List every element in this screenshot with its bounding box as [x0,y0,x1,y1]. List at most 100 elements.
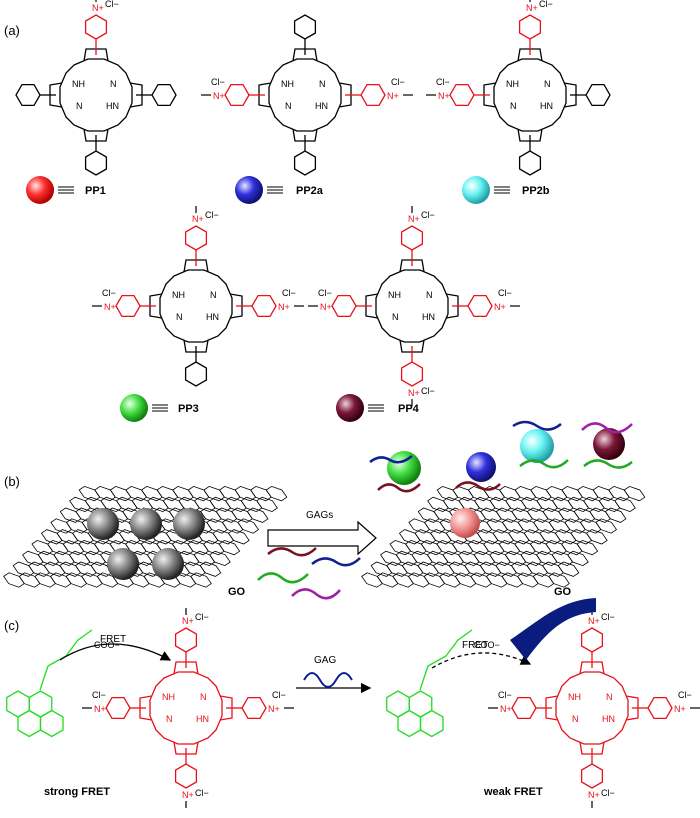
fret-label-left: FRET [100,634,126,645]
caption-strong-fret: strong FRET [44,786,110,798]
n-plus-atom: N+ [674,704,686,714]
ball-pp2a [235,176,263,204]
go-label-left: GO [228,586,246,598]
chloride-label: Cl− [92,690,106,700]
macrocycle-ring [149,671,223,745]
pyridinium-ring [241,696,267,720]
graphene-hexagon [265,485,288,502]
nh-atom: NH [72,79,85,89]
n-atom: N [426,290,433,300]
n-plus-atom: N+ [320,302,332,312]
graphene-hexagon [623,485,646,502]
graphene-hexagon [614,496,636,513]
chloride-label: Cl− [601,788,615,798]
chloride-label: Cl− [205,210,219,220]
nh-atom: NH [506,79,519,89]
panel-b-spheres [87,428,625,580]
fret-arrow-left [59,643,172,661]
graphene-hexagon [557,561,580,577]
pyridinium-ring [174,763,198,789]
ball-pp3 [120,394,148,422]
n-atom: N [606,692,613,702]
n-atom: N [285,101,292,111]
panel-c-structures: COO−COO−NHHNNNN+Cl−N+Cl−N+Cl−N+Cl−NHHNNN… [6,608,700,808]
hn-atom: HN [196,714,209,724]
chloride-label: Cl− [539,0,553,9]
released-sphere-pp2a [466,452,496,482]
ball-pp2b [462,176,490,204]
chloride-label: Cl− [421,386,435,396]
n-atom: N [176,312,183,322]
pyridinium-ring [174,627,198,653]
adsorbed-sphere [107,548,139,580]
nh-atom: NH [172,290,185,300]
pyrene-right [386,690,444,738]
chloride-label: Cl− [498,288,512,298]
panel-label-b: (b) [4,474,20,489]
n-plus-atom: N+ [408,214,420,224]
ball-pp1 [26,176,54,204]
n-atom: N [510,101,517,111]
n-plus-atom: N+ [494,302,506,312]
gag-chains [257,420,633,600]
graphene-hexagon [256,496,278,513]
chloride-label: Cl− [498,690,512,700]
fret-arrow-right [431,652,532,669]
graphene-hexagon [576,539,599,556]
chloride-label: Cl− [678,690,692,700]
chloride-label: Cl− [282,288,296,298]
n-plus-atom: N+ [182,790,194,800]
pyridinium-ring [105,696,131,720]
chloride-label: Cl− [195,612,209,622]
n-plus-atom: N+ [588,616,600,626]
chloride-label: Cl− [102,288,116,298]
gag-chain-bound [510,598,596,660]
n-plus-atom: N+ [278,302,290,312]
pyridinium-ring [224,83,250,107]
n-atom: N [544,79,551,89]
macrocycle-ring [555,671,629,745]
pyridinium-ring [115,294,141,318]
panel-label-a: (a) [4,23,20,38]
nh-atom: NH [388,290,401,300]
label-pp4: PP4 [398,403,420,415]
adsorbed-sphere [152,548,184,580]
n-atom: N [210,290,217,300]
n-atom: N [572,714,579,724]
macrocycle-ring [159,269,233,343]
phenyl-ring [585,83,611,107]
macrocycle-ring [268,58,342,132]
released-sphere-pp3 [387,451,421,485]
n-plus-atom: N+ [213,91,225,101]
label-pp1: PP1 [85,185,106,197]
chloride-label: Cl− [601,612,615,622]
pyridinium-ring [449,83,475,107]
n-plus-atom: N+ [92,3,104,13]
carboxylate-label-right: COO− [474,640,500,650]
pyridinium-ring [467,294,493,318]
phenyl-ring [293,14,317,40]
n-atom: N [319,79,326,89]
graphene-hexagon [199,561,222,577]
pyrene-left [6,690,64,738]
pyrene-ring [39,709,64,738]
n-atom: N [200,692,207,702]
pyrene-linker-left [39,629,93,691]
pyridinium-ring [251,294,277,318]
n-atom: N [76,101,83,111]
adsorbed-sphere [130,508,162,540]
phenyl-ring [15,83,41,107]
pyridinium-ring [360,83,386,107]
chloride-label: Cl− [105,0,119,9]
n-plus-atom: N+ [104,302,116,312]
adsorbed-sphere-pp1 [450,508,480,538]
graphene-hexagon [190,572,212,588]
pyridinium-ring [580,763,604,789]
n-plus-atom: N+ [438,91,450,101]
pyrene-ring [17,709,42,738]
chloride-label: Cl− [436,77,450,87]
